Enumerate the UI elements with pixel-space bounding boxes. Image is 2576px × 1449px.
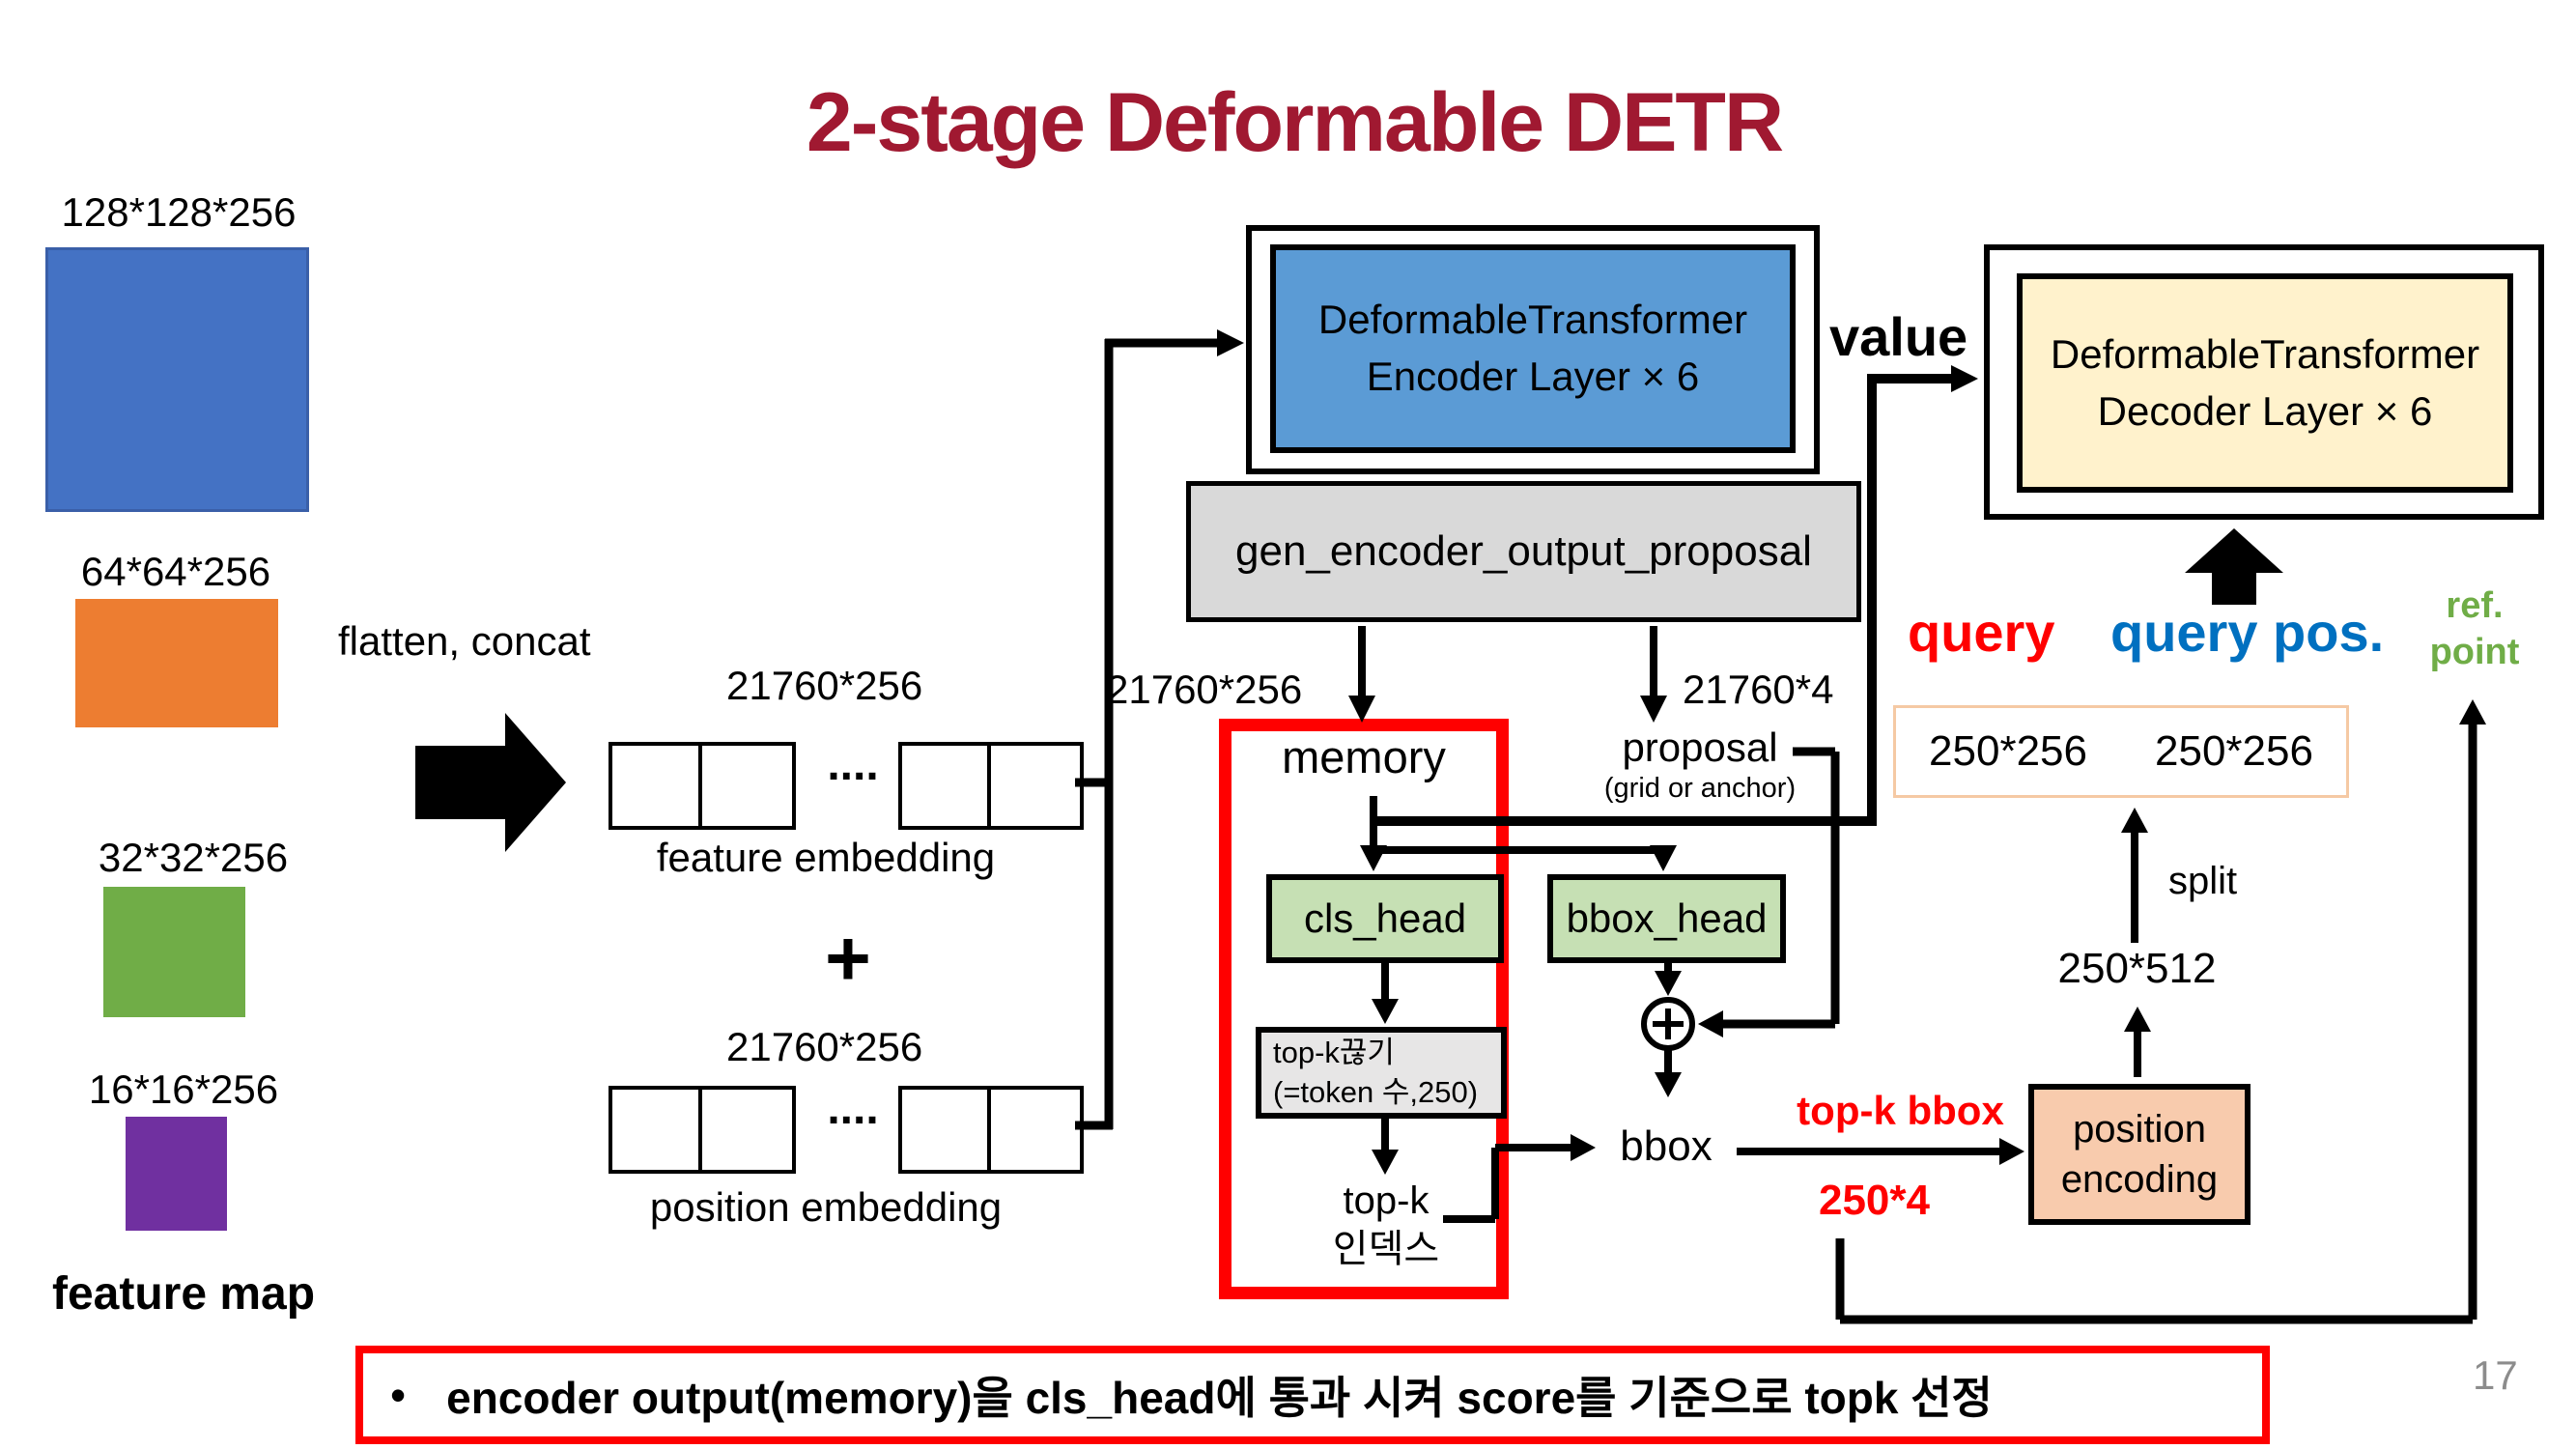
proposal-sublabel: (grid or anchor)	[1603, 773, 1797, 804]
bullet-note-text: encoder output(memory)을 cls_head에 통과 시켜 …	[446, 1373, 1993, 1423]
feature-embedding-cells	[898, 742, 1084, 830]
query-dim-left: 250*256	[1929, 727, 2087, 775]
bbox-head-block: bbox_head	[1547, 874, 1786, 963]
feature-map-dim-label: 64*64*256	[80, 549, 271, 594]
slide-title: 2-stage Deformable DETR	[806, 76, 1784, 169]
memory-dim-label: 21760*256	[1106, 667, 1303, 712]
position-embedding-cells	[609, 1086, 796, 1174]
topk-index-line1: top-k	[1343, 1179, 1430, 1222]
feature-map-64	[75, 599, 278, 727]
bbox-head-label: bbox_head	[1566, 895, 1768, 941]
topk-index-label: top-k 인덱스	[1285, 1177, 1487, 1273]
position-encoding-line1: position	[2073, 1108, 2206, 1151]
position-encoding-block: position encoding	[2028, 1084, 2250, 1225]
position-embedding-label: position embedding	[649, 1184, 1003, 1230]
topk-bbox-label: top-k bbox	[1797, 1088, 2004, 1133]
plus-operator: +	[825, 915, 871, 1003]
decoder-line2: Decoder Layer × 6	[2097, 387, 2433, 434]
bullet-note-box: • encoder output(memory)을 cls_head에 통과 시…	[355, 1346, 2270, 1444]
position-embedding-dim: 21760*256	[726, 1024, 923, 1069]
cls-head-block: cls_head	[1266, 874, 1504, 963]
split-label: split	[2168, 860, 2238, 902]
feature-embedding-dim: 21760*256	[726, 663, 923, 708]
topk-cut-block: top-k끊기 (=token 수,250)	[1256, 1027, 1507, 1119]
memory-label: memory	[1282, 731, 1446, 782]
gen-encoder-output-proposal-block: gen_encoder_output_proposal	[1186, 481, 1861, 622]
topk-cut-line1: top-k끊기	[1273, 1036, 1395, 1070]
feature-map-dim-label: 32*32*256	[98, 835, 289, 880]
feature-map-16	[126, 1117, 227, 1231]
query-dim-right: 250*256	[2155, 727, 2313, 775]
feature-embedding-label: feature embedding	[656, 835, 996, 880]
feature-map-dim-label: 128*128*256	[61, 189, 297, 235]
decoder-line1: DeformableTransformer	[2050, 330, 2480, 377]
cls-head-label: cls_head	[1303, 895, 1467, 941]
feature-map-128	[45, 247, 309, 512]
page-number: 17	[2473, 1352, 2518, 1398]
gen-proposal-label: gen_encoder_output_proposal	[1235, 527, 1812, 575]
query-dims-box: 250*256 250*256	[1893, 705, 2349, 798]
plus-circle-icon	[1641, 997, 1695, 1051]
ref-point-line2: point	[2429, 631, 2520, 672]
memory-highlight-frame	[1219, 719, 1509, 1299]
encoder-block: DeformableTransformer Encoder Layer × 6	[1270, 244, 1796, 453]
bullet-icon: •	[390, 1370, 407, 1420]
encoder-line2: Encoder Layer × 6	[1366, 354, 1700, 399]
feature-map-dim-label: 16*16*256	[88, 1066, 279, 1112]
feature-map-32	[103, 887, 245, 1017]
ref-point-label: ref. point	[2417, 583, 2533, 675]
dim-250-4-label: 250*4	[1818, 1177, 1930, 1224]
proposal-dim-label: 21760*4	[1683, 667, 1834, 712]
query-pos-label: query pos.	[2110, 602, 2385, 663]
flatten-concat-label: flatten, concat	[338, 618, 591, 664]
feature-embedding-cells	[609, 742, 796, 830]
query-label: query	[1908, 602, 2055, 663]
ellipsis: ....	[827, 739, 879, 790]
flatten-block-arrow	[415, 713, 566, 852]
bbox-label: bbox	[1620, 1122, 1713, 1170]
decoder-block: DeformableTransformer Decoder Layer × 6	[2017, 273, 2513, 493]
ellipsis: ....	[827, 1083, 879, 1134]
position-encoding-line2: encoding	[2060, 1158, 2219, 1201]
topk-index-line2: 인덱스	[1332, 1228, 1440, 1270]
dim-250-512-label: 250*512	[2057, 945, 2217, 992]
decoder-block-arrow	[2185, 528, 2283, 605]
ref-point-line1: ref.	[2446, 585, 2504, 626]
value-label: value	[1829, 306, 1968, 367]
feature-map-heading: feature map	[51, 1268, 316, 1320]
position-embedding-cells	[898, 1086, 1084, 1174]
encoder-line1: DeformableTransformer	[1317, 297, 1748, 343]
proposal-label: proposal	[1622, 724, 1778, 770]
topk-cut-line2: (=token 수,250)	[1273, 1074, 1479, 1109]
